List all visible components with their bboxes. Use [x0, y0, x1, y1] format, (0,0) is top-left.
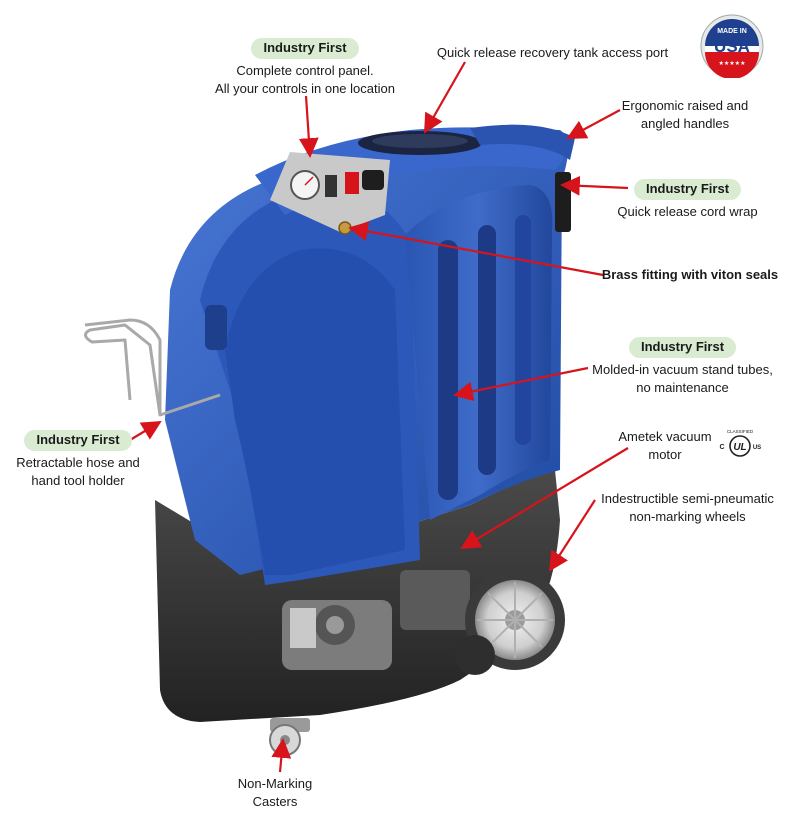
arrow-vacuum-motor [460, 447, 629, 550]
industry-first-badge: Industry First [628, 337, 737, 358]
callout-text: no maintenance [636, 380, 729, 395]
stand-tube [438, 240, 458, 500]
callout-text: Quick release recovery tank access port [436, 45, 669, 60]
caster [269, 718, 310, 756]
arrow-control-panel [298, 95, 319, 158]
ul-us-text: US [753, 445, 761, 451]
seal-main-text: USA [714, 37, 750, 56]
callout-text: Indestructible semi-pneumatic [601, 491, 774, 506]
brass-fitting-icon [338, 221, 352, 235]
callout-text: Brass fitting with viton seals [601, 267, 779, 282]
callout-casters: Non-Marking Casters [225, 775, 325, 811]
ul-top-text: CLASSIFIED [727, 429, 754, 434]
seal-stars: ★★★★★ [719, 60, 746, 67]
arrow-casters [271, 738, 292, 773]
callout-text: motor [648, 447, 682, 462]
extractor-machine [84, 124, 575, 756]
callout-text: Ametek vacuum [618, 429, 712, 444]
arrow-recovery-port [424, 61, 466, 134]
rear-wheel [455, 570, 565, 675]
callout-text: angled handles [640, 116, 730, 131]
industry-first-badge: Industry First [251, 38, 359, 59]
callout-text: Complete control panel. [236, 63, 374, 78]
callout-text: non-marking wheels [629, 509, 746, 524]
ul-c-text: C [719, 444, 724, 451]
callout-cord-wrap: Industry First Quick release cord wrap [610, 179, 765, 221]
cord-wrap [555, 172, 571, 232]
callout-control-panel: Industry First Complete control panel. A… [200, 38, 410, 98]
callout-text: Molded-in vacuum stand tubes, [592, 362, 773, 377]
handle [470, 124, 575, 160]
industry-first-badge: Industry First [633, 179, 742, 200]
control-panel [270, 152, 390, 235]
callout-text: Non-Marking [237, 776, 313, 791]
callout-vacuum-motor: Ametek vacuum motor [610, 428, 720, 464]
arrow-cord-wrap [560, 175, 629, 196]
callout-handles: Ergonomic raised and angled handles [610, 97, 760, 133]
arrow-brass-fitting [348, 221, 604, 277]
ul-classified-icon: CLASSIFIED C UL US [719, 429, 761, 457]
callout-wheels: Indestructible semi-pneumatic non-markin… [590, 490, 785, 526]
industry-first-badge: Industry First [24, 430, 132, 451]
made-in-usa-seal-icon: MADE IN USA ★★★★★ [700, 14, 764, 78]
pointer-arrows [129, 61, 629, 773]
seal-top-text: MADE IN [717, 28, 747, 35]
callout-brass-fitting: Brass fitting with viton seals [600, 266, 780, 284]
arrow-hose-holder [129, 420, 162, 441]
callout-text: Quick release cord wrap [617, 204, 758, 219]
hose-holder [84, 318, 221, 417]
arrow-stand-tubes [453, 366, 589, 402]
callout-text: Ergonomic raised and [621, 98, 749, 113]
arrow-handles [566, 109, 621, 139]
callout-text: Casters [252, 794, 298, 809]
callout-text: All your controls in one location [215, 81, 395, 96]
callout-text: hand tool holder [31, 473, 125, 488]
callout-text: Retractable hose and [16, 455, 140, 470]
arrow-wheels [548, 499, 596, 572]
callout-hose-holder: Industry First Retractable hose and hand… [8, 430, 148, 490]
callout-recovery-port: Quick release recovery tank access port [420, 44, 685, 62]
ul-text: UL [733, 442, 746, 453]
callout-stand-tubes: Industry First Molded-in vacuum stand tu… [585, 337, 780, 397]
